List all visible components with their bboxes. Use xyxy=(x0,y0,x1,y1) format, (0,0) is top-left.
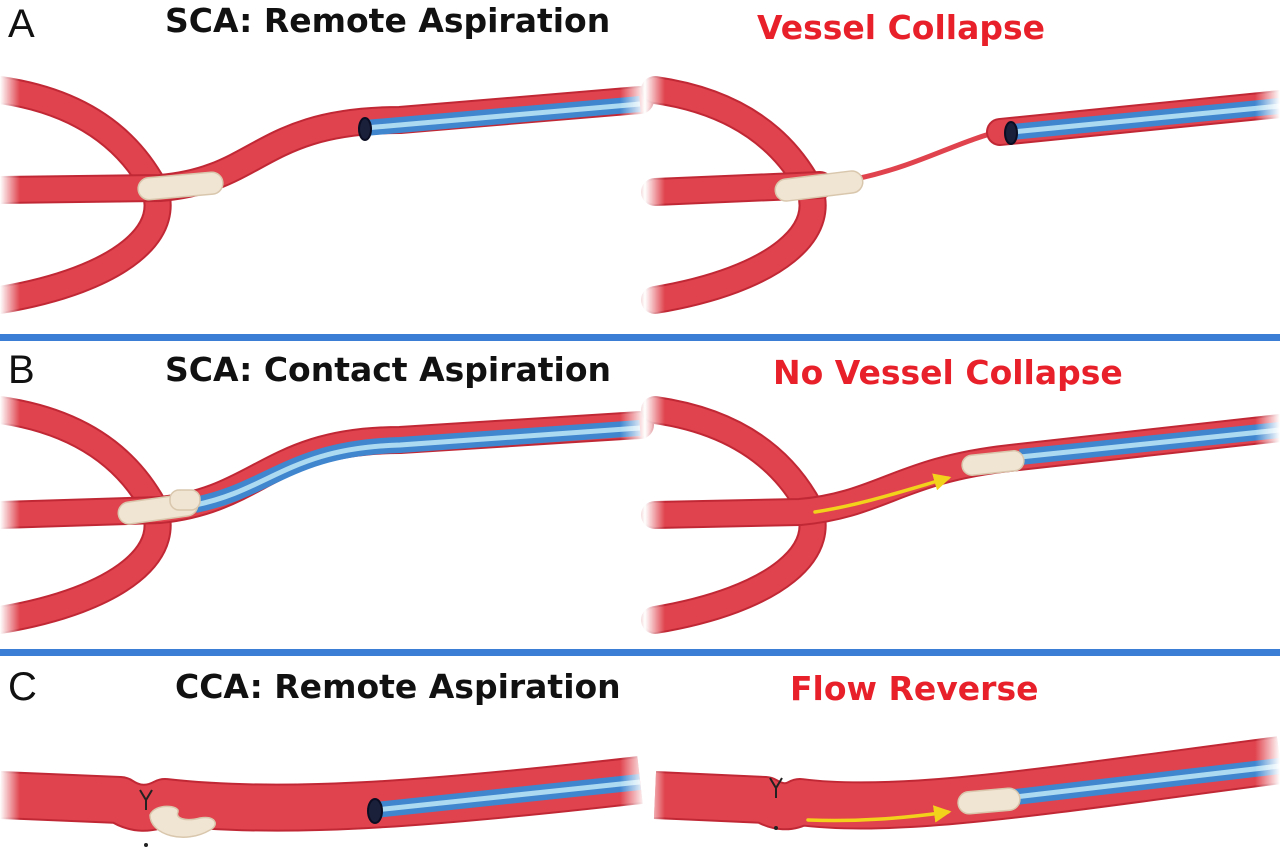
panel-c-right-clot xyxy=(957,787,1021,815)
panel-b-left-clot-knob xyxy=(169,489,201,511)
divider-ab xyxy=(0,334,1280,341)
panel-b-right-flow-arrow xyxy=(813,473,952,514)
panel-c-left-catheter-tip xyxy=(367,798,383,824)
panel-b-right-clot xyxy=(961,450,1025,476)
panel-c-letter: C xyxy=(8,665,37,709)
panel-b-result: No Vessel Collapse xyxy=(773,353,1123,392)
panel-c-left-clot xyxy=(149,805,216,838)
panel-a-left-vessels xyxy=(0,76,654,314)
panel-c-right-flow-arrow xyxy=(806,805,952,823)
panel-c-left-ligature xyxy=(139,789,153,847)
panel-c-result: Flow Reverse xyxy=(790,669,1039,708)
panel-c-title: CCA: Remote Aspiration xyxy=(175,667,621,706)
panel-a-right-clot xyxy=(774,170,864,202)
panel-a-result: Vessel Collapse xyxy=(757,8,1046,47)
divider-bc xyxy=(0,649,1280,656)
panel-a-left-clot xyxy=(137,171,224,201)
panel-a-title: SCA: Remote Aspiration xyxy=(165,1,611,40)
panel-b-letter: B xyxy=(8,348,35,392)
panel-a-letter: A xyxy=(8,2,35,46)
panel-a-right-catheter-tip xyxy=(1004,121,1018,145)
panel-b-title: SCA: Contact Aspiration xyxy=(165,350,611,389)
panel-c-right-ligature xyxy=(769,777,783,830)
panel-a-left-catheter-tip xyxy=(358,117,372,141)
